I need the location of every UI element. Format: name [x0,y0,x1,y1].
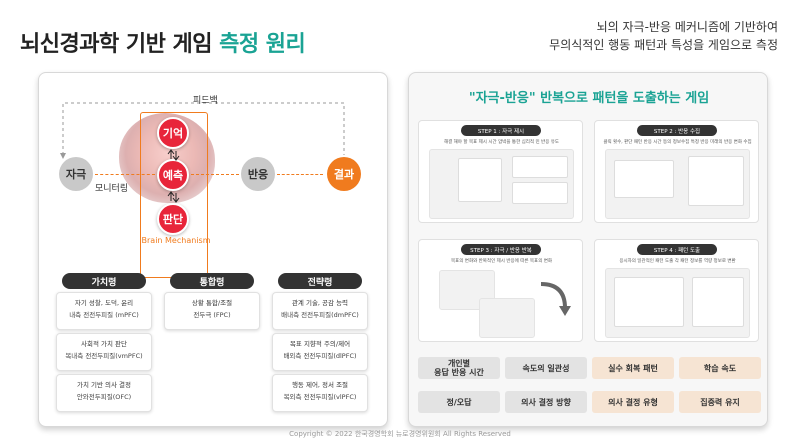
step-badge: STEP 1 : 자극 제시 [461,125,541,136]
step-panel-2: STEP 2 : 반응 수집 클릭 횟수, 판단 패턴 반응 시간 등의 정보수… [594,120,759,223]
step-description: 클릭 횟수, 판단 패턴 반응 시간 등의 정보수집 특정 반응 미래의 반응 … [603,140,752,145]
step-panel-1: STEP 1 : 자극 제시 해결 해야 할 목표 제시 시간 압박을 통한 심… [418,120,583,223]
metric-focus-maintenance: 집중력 유지 [679,391,761,413]
game-screenshot [605,149,750,219]
card-function: 목표 지향적 주의/제어 [289,340,351,348]
brain-mechanism-label: Brain Mechanism [141,236,211,245]
card-region: 배외측 전전두피질(dlPFC) [283,352,357,360]
game-screen-item [458,158,502,202]
card-function: 관계 기술, 공감 능력 [291,299,349,307]
cycle-arrow-icon [540,282,571,316]
step-description: 목표의 변화와 반복적인 제시 반응에 따른 목표의 변화 [450,259,553,264]
step-badge: STEP 2 : 반응 수집 [637,125,717,136]
region-card: 상황 통합/조절 전두극 (FPC) [164,292,260,330]
prediction-node: 예측 [157,159,189,191]
memory-node: 기억 [157,117,189,149]
card-region: 복내측 전전두피질(vmPFC) [65,352,143,360]
column-header-strategy: 전략령 [278,273,362,289]
metric-correct-incorrect: 정/오답 [418,391,500,413]
region-card: 목표 지향적 주의/제어 배외측 전전두피질(dlPFC) [272,333,368,371]
column-header-integration: 통합령 [170,273,254,289]
region-card: 사회적 가치 판단 복내측 전전두피질(vmPFC) [56,333,152,371]
step-panel-3: STEP 3 : 자극 / 반응 반복 목표의 변화와 반복적인 제시 반응에 … [418,239,583,342]
arrow-response-result [277,174,323,175]
feedback-loop-lines [60,102,345,159]
stimulus-node: 자극 [59,157,93,191]
monitoring-label: 모니터링 [95,184,129,194]
metric-learning-speed: 학습 속도 [679,357,761,379]
card-function: 행동 제어, 정서 조절 [291,381,349,389]
brain-mechanism-panel: 피드백 자극 모니터링 기억 예측 판단 반응 결과 Brain Mechani… [38,72,388,427]
page-title-main: 뇌신경과학 기반 게임 [20,32,220,57]
metric-response-time: 개인별 응답 반응 시간 [418,357,500,379]
card-region: 안와전두피질(OFC) [76,393,132,401]
feedback-label: 피드백 [193,96,218,106]
game-screen-item [512,182,568,204]
card-function: 상황 통합/조절 [191,299,233,307]
step-badge: STEP 3 : 자극 / 반응 반복 [461,244,541,255]
game-screen-item [614,277,684,327]
card-region: 내측 전전두피질 (mPFC) [69,311,139,319]
page-title: 뇌신경과학 기반 게임 측정 원리 [20,26,306,58]
card-function: 사회적 가치 판단 [81,340,127,348]
response-node: 반응 [241,157,275,191]
footer-copyright: Copyright © 2022 한국경영학회 뉴로경영위원회 All Righ… [289,430,511,438]
column-header-value: 가치령 [62,273,146,289]
game-screen-item [614,160,674,198]
step-panel-4: STEP 4 : 패턴 도출 응시자의 일관적인 패턴 도출 각 패턴 정보를 … [594,239,759,342]
card-function: 자기 성찰, 도덕, 윤리 [74,299,134,307]
metric-decision-direction: 의사 결정 방향 [505,391,587,413]
card-function: 가치 기반 의사 결정 [76,381,132,389]
page-subtitle: 뇌의 자극-반응 메커니즘에 기반하여 무의식적인 행동 패턴과 특성을 게임으… [549,18,778,54]
metric-speed-consistency: 속도의 일관성 [505,357,587,379]
region-card: 행동 제어, 정서 조절 복외측 전전두피질(vlPFC) [272,374,368,412]
result-node: 결과 [327,157,361,191]
updown-arrows [167,149,180,203]
page-title-accent: 측정 원리 [219,32,306,57]
subtitle-line-2: 무의식적인 행동 패턴과 특성을 게임으로 측정 [549,38,778,52]
step-description: 해결 해야 할 목표 제시 시간 압박을 통한 심리적 민 반응 유도 [443,140,560,145]
card-region: 복외측 전전두피질(vlPFC) [283,393,357,401]
game-screenshot [605,268,750,338]
game-screenshot [479,298,535,338]
game-pattern-panel: "자극-반응" 반복으로 패턴을 도출하는 게임 STEP 1 : 자극 제시 … [408,72,768,427]
metric-decision-type: 의사 결정 유형 [592,391,674,413]
card-region: 배내측 전전두피질(dmPFC) [281,311,359,319]
judgment-node: 판단 [157,203,189,235]
card-region: 전두극 (FPC) [193,311,231,319]
region-card: 가치 기반 의사 결정 안와전두피질(OFC) [56,374,152,412]
arrow-prediction-response [191,174,239,175]
metric-error-recovery: 실수 회복 패턴 [592,357,674,379]
arrow-stimulus-prediction [95,174,155,175]
game-screen-item [688,156,744,206]
game-screenshot [429,149,574,219]
subtitle-line-1: 뇌의 자극-반응 메커니즘에 기반하여 [596,20,778,34]
region-card: 자기 성찰, 도덕, 윤리 내측 전전두피질 (mPFC) [56,292,152,330]
right-panel-title: "자극-반응" 반복으로 패턴을 도출하는 게임 [468,91,710,106]
step-badge: STEP 4 : 패턴 도출 [637,244,717,255]
game-screen-item [692,277,744,327]
step-description: 응시자의 일관적인 패턴 도출 각 패턴 정보를 역량 정보로 변환 [619,259,736,264]
region-card: 관계 기술, 공감 능력 배내측 전전두피질(dmPFC) [272,292,368,330]
game-screen-item [512,156,568,178]
